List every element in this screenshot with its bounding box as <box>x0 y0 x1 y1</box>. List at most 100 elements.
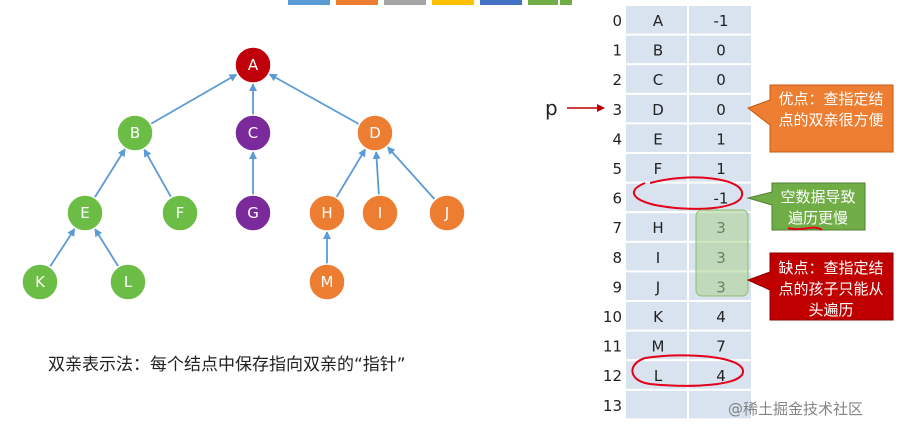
tree-nodes: A B C D E F G H I J K L M <box>21 46 466 301</box>
data-cell <box>626 242 687 271</box>
tree-node-circle <box>234 194 272 232</box>
tree-edge-l-e <box>94 228 120 268</box>
row-data: I <box>656 249 660 267</box>
callout-advantage-text: 优点：查指定结点的双亲很方便 <box>778 90 883 129</box>
row-data: L <box>654 367 663 385</box>
l-row-circle <box>631 354 745 387</box>
data-cell <box>626 390 687 419</box>
table-row: 6-1 <box>612 183 751 212</box>
row-parent: 1 <box>716 130 726 148</box>
row-parent: 4 <box>716 367 726 385</box>
parent-cell <box>689 302 751 330</box>
row-index: 9 <box>612 278 622 296</box>
row-parent: 1 <box>716 160 726 178</box>
row-parent: 0 <box>716 101 726 119</box>
tree-edge-e-b <box>93 148 126 199</box>
row-data: C <box>653 71 663 89</box>
row-data: D <box>652 101 664 119</box>
parent-cell <box>689 94 751 123</box>
toolbar-strip <box>288 0 572 5</box>
callout-empty: 空数据导致遍历更慢 <box>746 182 866 231</box>
table-row: 4 E 1 <box>612 124 751 152</box>
row-parent: 4 <box>716 308 726 326</box>
tree-node-k: K <box>21 263 59 301</box>
underline-mark <box>787 226 823 231</box>
row-index: 6 <box>612 190 622 208</box>
tree-node-m: M <box>308 263 346 301</box>
row-parent: -1 <box>714 12 729 30</box>
tree-node-a: A <box>234 46 272 84</box>
data-cell <box>626 124 687 152</box>
parent-cell <box>689 6 751 34</box>
tree-node-j: J <box>428 194 466 232</box>
callout-advantage: 优点：查指定结点的双亲很方便 <box>746 84 894 153</box>
tree-node-circle <box>308 263 346 301</box>
row-parent: 0 <box>716 42 726 60</box>
data-cell <box>626 6 687 34</box>
tree-node-label: J <box>444 204 449 222</box>
tree-node-circle <box>428 194 466 232</box>
row-index: 10 <box>603 308 622 326</box>
tree-node-label: E <box>80 204 89 222</box>
children-highlight <box>695 209 749 297</box>
tree-node-g: G <box>234 194 272 232</box>
tree-node-label: C <box>248 124 258 142</box>
tree-node-label: K <box>35 273 46 291</box>
tree-node-circle <box>356 114 394 152</box>
row-index: 3 <box>612 101 622 119</box>
tree-node-circle <box>66 194 104 232</box>
parent-cell <box>689 124 751 152</box>
row-index: 1 <box>612 42 622 60</box>
pointer-p: p <box>545 96 605 120</box>
tree-node-circle <box>361 194 399 232</box>
caption-text: 双亲表示法：每个结点中保存指向双亲的“指针” <box>48 355 406 375</box>
tree-node-label: L <box>124 273 133 291</box>
row-data: M <box>652 338 665 356</box>
tree-node-b: B <box>116 114 154 152</box>
tree-node-label: M <box>321 273 334 291</box>
tree-node-label: H <box>321 204 332 222</box>
row-data: F <box>654 160 663 178</box>
tree-node-label: A <box>248 56 259 74</box>
pointer-label: p <box>545 96 558 120</box>
data-cell <box>626 154 687 182</box>
tree-edge-f-b <box>143 148 172 198</box>
row-index: 0 <box>612 12 622 30</box>
data-cell <box>626 65 687 93</box>
parent-table: 0A-11B02C03D04E15F16-17H38I39J310K411M71… <box>603 6 751 419</box>
tree-edges <box>49 73 436 268</box>
tree-node-i: I <box>361 194 399 232</box>
row-index: 4 <box>612 130 622 148</box>
row-data: J <box>655 278 660 296</box>
tree-edge-d-a <box>268 73 360 126</box>
tree-node-circle <box>109 263 147 301</box>
row-index: 2 <box>612 71 622 89</box>
row-data: E <box>653 130 662 148</box>
tree-node-circle <box>116 114 154 152</box>
table-row: 10 K 4 <box>603 302 751 330</box>
data-cell <box>626 272 687 300</box>
row-data: H <box>652 219 663 237</box>
tree-node-label: F <box>176 204 185 222</box>
callout-disadvantage: 缺点：查指定结点的孩子只能从头遍历 <box>746 252 894 321</box>
row-index: 5 <box>612 160 622 178</box>
data-cell <box>626 35 687 64</box>
tree-node-circle <box>21 263 59 301</box>
row-data: K <box>653 308 664 326</box>
tree-node-d: D <box>356 114 394 152</box>
data-cell <box>626 94 687 123</box>
tree-node-h: H <box>308 194 346 232</box>
tree-node-circle <box>234 114 272 152</box>
data-cell <box>626 302 687 330</box>
table-row: 13 <box>603 390 751 419</box>
tree-node-circle <box>308 194 346 232</box>
callout-disadvantage-text: 缺点：查指定结点的孩子只能从头遍历 <box>778 259 883 319</box>
tree-node-f: F <box>161 194 199 232</box>
tree-node-label: I <box>378 204 382 222</box>
tree-edge-i-d <box>372 150 381 196</box>
